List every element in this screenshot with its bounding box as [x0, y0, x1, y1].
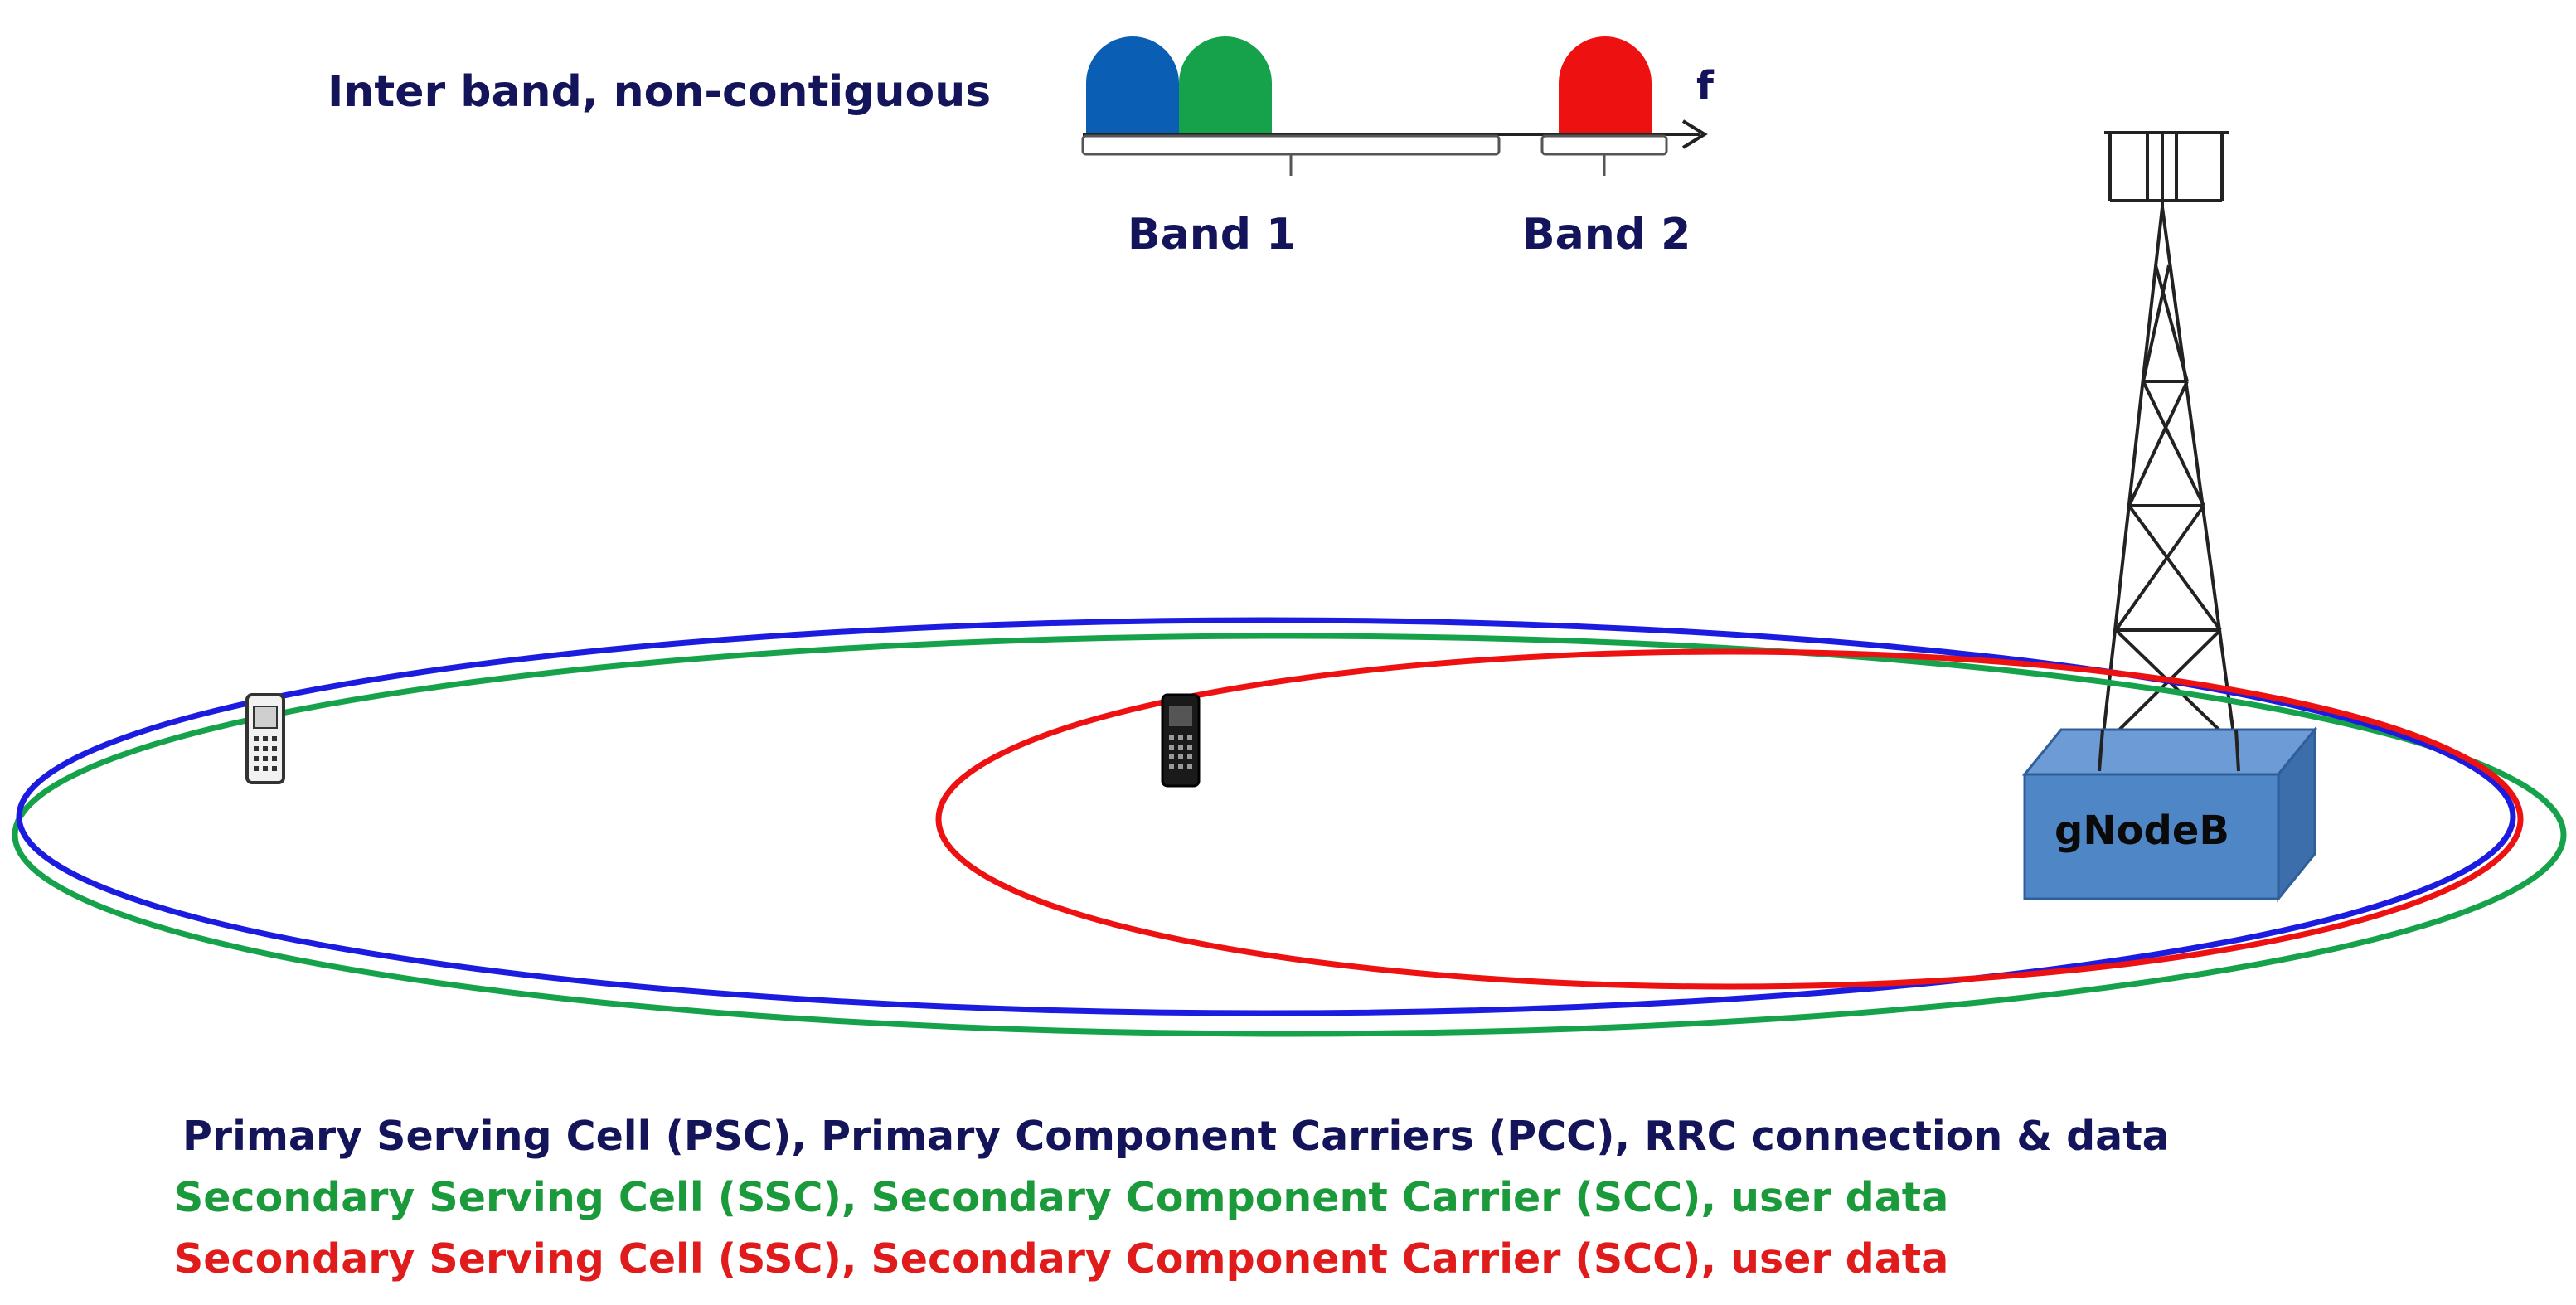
phone-icon-left [245, 693, 285, 784]
gnodeb-box-front [2023, 773, 2280, 900]
legend-primary-cell: Primary Serving Cell (PSC), Primary Comp… [182, 1113, 2170, 1160]
band1-bracket [1081, 134, 1501, 156]
frequency-axis-arrowhead [1681, 119, 1708, 149]
gnodeb-box [2021, 725, 2318, 903]
tower-base [2098, 729, 2240, 772]
carrier-blue [1086, 36, 1179, 134]
legend-secondary-cell-red: Secondary Serving Cell (SSC), Secondary … [174, 1235, 1948, 1283]
band1-label: Band 1 [1128, 210, 1296, 260]
legend-secondary-cell-green: Secondary Serving Cell (SSC), Secondary … [174, 1174, 1948, 1221]
band2-label: Band 2 [1522, 210, 1691, 260]
frequency-axis-label: f [1696, 63, 1715, 109]
coverage-green-ssc [12, 633, 2567, 1037]
spectrum-title: Inter band, non-contiguous [327, 67, 991, 117]
carrier-red [1559, 36, 1652, 134]
phone-icon-center [1161, 693, 1201, 788]
coverage-blue-psc [16, 617, 2516, 1016]
gnodeb-label: gNodeB [2054, 808, 2229, 854]
coverage-red-ssc [935, 648, 2524, 990]
gnodeb-box-top [2021, 728, 2318, 776]
carrier-green [1179, 36, 1272, 134]
band2-bracket [1540, 134, 1668, 156]
spectrum-diagram: Inter band, non-contiguous f Band 1 Band… [327, 36, 1715, 260]
